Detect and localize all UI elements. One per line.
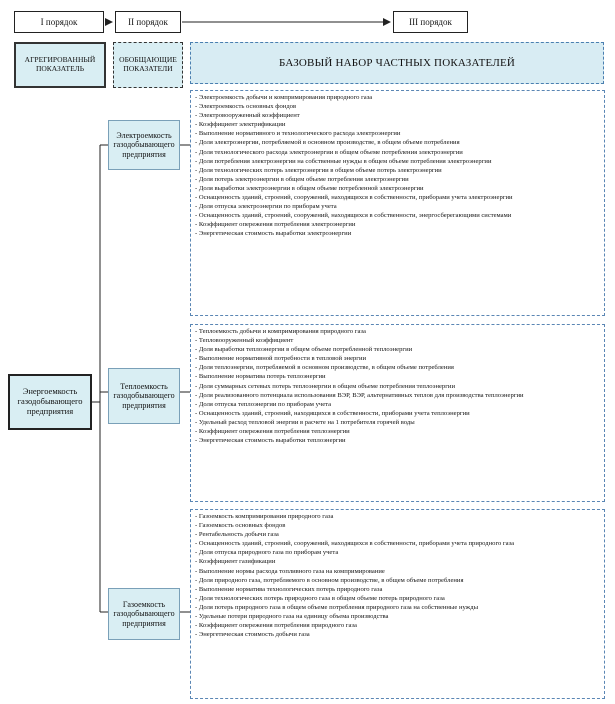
category-gas: Газоемкость газодобывающего предприятия [108, 588, 180, 640]
list-item: Электроемкость основных фондов [195, 102, 600, 111]
basic-set-header: БАЗОВЫЙ НАБОР ЧАСТНЫХ ПОКАЗАТЕЛЕЙ [190, 42, 604, 84]
list-item: Доля отпуска теплоэнергии по приборам уч… [195, 400, 600, 409]
list-item: Доля выработки электроэнергии в общем об… [195, 184, 600, 193]
list-item: Энергетическая стоимость выработки тепло… [195, 436, 600, 445]
list-item: Тепловооруженный коэффициент [195, 336, 600, 345]
list-item: Выполнение норматива потерь теплоэнергии [195, 372, 600, 381]
list-item: Оснащенность зданий, строений, сооружени… [195, 211, 600, 220]
list-item: Доля природного газа, потребляемого в ос… [195, 576, 600, 585]
list-item: Выполнение нормативного и технологическо… [195, 129, 600, 138]
list-item: Доля потребления электроэнергии на собст… [195, 157, 600, 166]
list-item: Удельный расход тепловой энергии в расче… [195, 418, 600, 427]
gas-indicators-group: Газоемкость компримирования природного г… [190, 509, 605, 699]
list-item: Доля выработки теплоэнергии в общем объе… [195, 345, 600, 354]
list-item: Коэффициент газификации [195, 557, 600, 566]
list-item: Доля отпуска электроэнергии по приборам … [195, 202, 600, 211]
root-energy-intensity: Энергоемкость газодобывающего предприяти… [8, 374, 92, 430]
list-item: Удельные потери природного газа на едини… [195, 612, 600, 621]
list-item: Доля потерь природного газа в общем объе… [195, 603, 600, 612]
generalizing-header: ОБОБЩАЮЩИЕ ПОКАЗАТЕЛИ [113, 42, 183, 88]
category-heat: Теплоемкость газодобывающего предприятия [108, 368, 180, 424]
heat-indicators-group: Теплоемкость добычи и компримирования пр… [190, 324, 605, 502]
list-item: Доля технологического расхода электроэне… [195, 148, 600, 157]
list-item: Доля электроэнергии, потребляемой в осно… [195, 138, 600, 147]
list-item: Рентабельность добычи газа [195, 530, 600, 539]
aggregated-header: АГРЕГИРОВАННЫЙ ПОКАЗАТЕЛЬ [14, 42, 106, 88]
list-item: Коэффициент электрификации [195, 120, 600, 129]
list-item: Доля реализованного потенциала использов… [195, 391, 600, 400]
list-item: Оснащенность зданий, строений, находящих… [195, 409, 600, 418]
list-item: Выполнение нормативной потребности в теп… [195, 354, 600, 363]
list-item: Доля отпуска природного газа по приборам… [195, 548, 600, 557]
level-first-label: I порядок [14, 11, 104, 33]
list-item: Коэффициент опережения потребления приро… [195, 621, 600, 630]
level-second-label: II порядок [115, 11, 181, 33]
list-item: Теплоемкость добычи и компримирования пр… [195, 327, 600, 336]
list-item: Доля теплоэнергии, потребляемой в основн… [195, 363, 600, 372]
list-item: Газоемкость компримирования природного г… [195, 512, 600, 521]
list-item: Доля потерь электроэнергии в общем объем… [195, 175, 600, 184]
category-electric: Электроемкость газодобывающего предприят… [108, 120, 180, 170]
list-item: Энергетическая стоимость выработки элект… [195, 229, 600, 238]
list-item: Электроемкость добычи и компримирования … [195, 93, 600, 102]
list-item: Коэффициент опережения потребления тепло… [195, 427, 600, 436]
list-item: Выполнение норматива технологических пот… [195, 585, 600, 594]
list-item: Оснащенность зданий, строений, сооружени… [195, 539, 600, 548]
list-item: Доля технологических потерь природного г… [195, 594, 600, 603]
list-item: Оснащенность зданий, строений, сооружени… [195, 193, 600, 202]
list-item: Электровооруженный коэффициент [195, 111, 600, 120]
list-item: Доля суммарных сетевых потерь теплоэнерг… [195, 382, 600, 391]
list-item: Выполнение нормы расхода топливного газа… [195, 567, 600, 576]
list-item: Энергетическая стоимость добычи газа [195, 630, 600, 639]
level-third-label: III порядок [393, 11, 468, 33]
list-item: Коэффициент опережения потребления элект… [195, 220, 600, 229]
electric-indicators-group: Электроемкость добычи и компримирования … [190, 90, 605, 316]
list-item: Доля технологических потерь электроэнерг… [195, 166, 600, 175]
list-item: Газоемкость основных фондов [195, 521, 600, 530]
